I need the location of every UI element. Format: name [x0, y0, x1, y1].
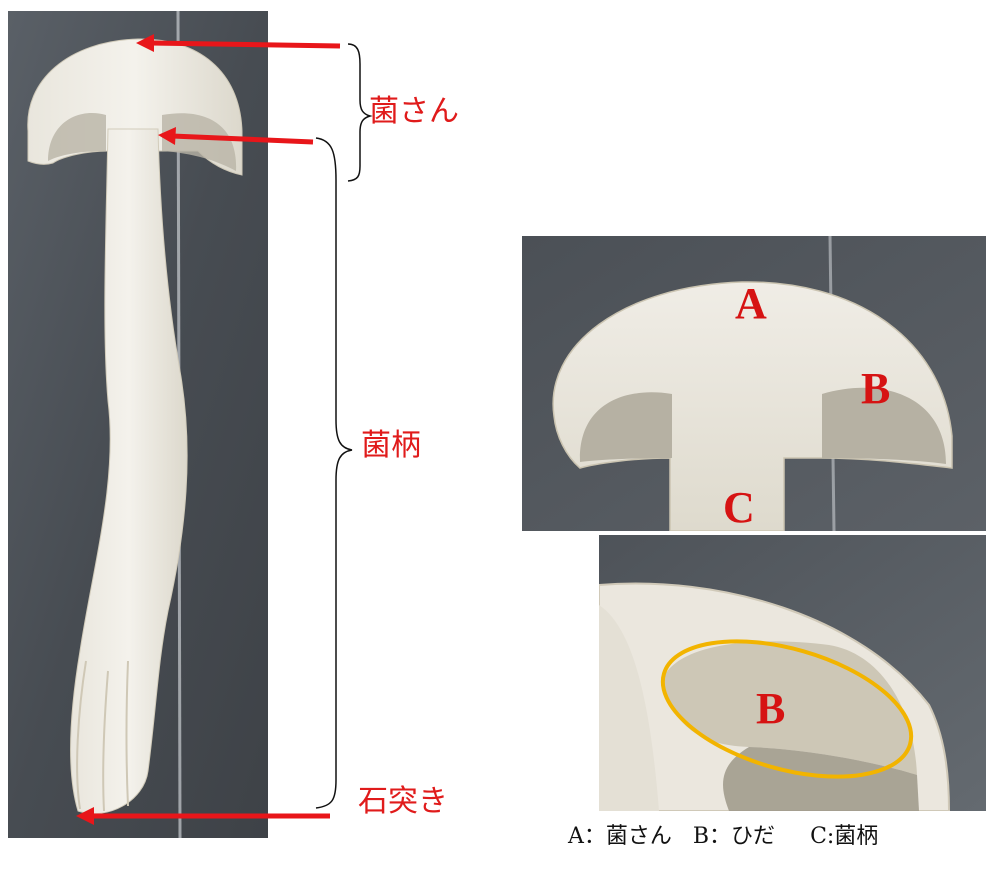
label-cap: 菌さん [369, 97, 459, 127]
gill-zoom-photo [599, 535, 986, 811]
arrow-base [76, 807, 330, 825]
zoom-letter-b: B [756, 687, 785, 731]
caption-b: B：ひだ [693, 824, 775, 849]
brace-cap [348, 44, 370, 181]
letter-a: A [735, 282, 767, 326]
letter-b: B [861, 367, 890, 411]
label-base: 石突き [358, 787, 448, 817]
arrow-cap-bottom [158, 127, 313, 145]
brace-stem [316, 138, 352, 808]
caption-c: C:菌柄 [810, 824, 878, 849]
caption-a: A：菌さん [568, 824, 672, 849]
letter-c: C [723, 486, 755, 530]
arrow-cap-top [136, 34, 340, 52]
label-stem: 菌柄 [361, 431, 421, 461]
caption: A：菌さん B：ひだ C:菌柄 [568, 818, 878, 850]
